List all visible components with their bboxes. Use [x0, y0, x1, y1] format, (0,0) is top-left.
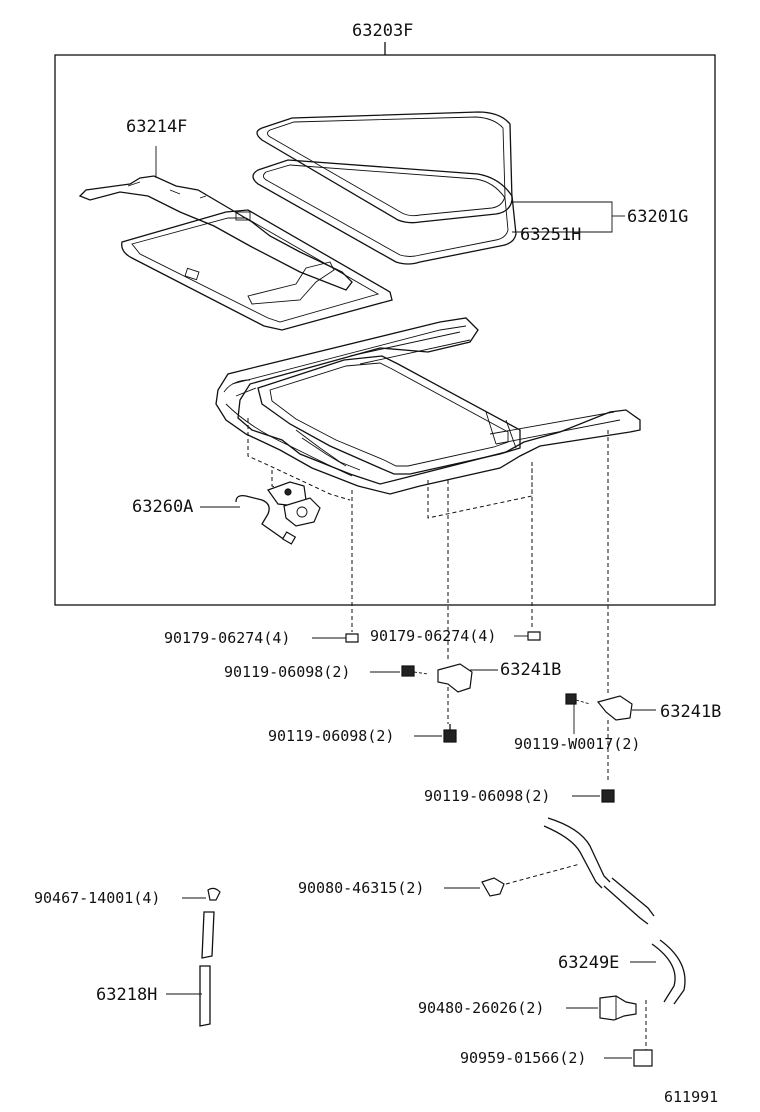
label-weatherstrip: 63251H [520, 225, 581, 245]
hose-clamp [444, 863, 581, 897]
label-hose-clip: 90959-01566(2) [460, 1049, 586, 1067]
label-hose-clamp: 90080-46315(2) [298, 879, 424, 897]
label-screw-b: 90119-06098(2) [268, 727, 394, 745]
hose-clip [604, 1049, 653, 1067]
screw-d [572, 789, 615, 803]
clip-upper-right [514, 631, 541, 641]
label-clip-upper-right: 90179-06274(4) [370, 627, 496, 645]
glass-panel [256, 111, 513, 224]
screw-b [414, 724, 457, 743]
assembly-frame [54, 54, 716, 606]
label-assembly: 63203F [352, 21, 413, 41]
label-shade-trim: 63214F [126, 117, 187, 137]
clip-upper-left [312, 633, 359, 643]
bracket-left [437, 663, 498, 693]
grommet-clip [182, 887, 221, 901]
label-drive-motor: 63260A [132, 497, 193, 517]
label-drain-tube-rear: 63218H [96, 985, 157, 1005]
label-screw-c: 90119-W0017(2) [514, 735, 640, 753]
mount-guides [247, 418, 609, 782]
label-grommet-clip: 90467-14001(4) [34, 889, 160, 907]
drive-motor [200, 481, 321, 545]
sunroof-housing-frame [215, 317, 641, 495]
bracket-right [596, 695, 656, 721]
glass-group-bracket [512, 201, 613, 233]
label-glass-group: 63201G [627, 207, 688, 227]
label-hose-plug: 90480-26026(2) [418, 999, 544, 1017]
sunshade-trim [78, 146, 353, 291]
figure-id: 611991 [664, 1088, 718, 1106]
weatherstrip [252, 159, 517, 265]
label-bracket-left: 63241B [500, 660, 561, 680]
screw-c [565, 693, 591, 734]
hose-plug [566, 995, 637, 1021]
drain-tube-rear [166, 911, 215, 1027]
label-bracket-right: 63241B [660, 702, 721, 722]
label-screw-d: 90119-06098(2) [424, 787, 550, 805]
label-drain-hose: 63249E [558, 953, 619, 973]
sunshade-panel [121, 209, 393, 331]
drain-hose [543, 817, 686, 1050]
label-screw-a: 90119-06098(2) [224, 663, 350, 681]
label-clip-upper-left: 90179-06274(4) [164, 629, 290, 647]
screw-a [370, 665, 429, 677]
